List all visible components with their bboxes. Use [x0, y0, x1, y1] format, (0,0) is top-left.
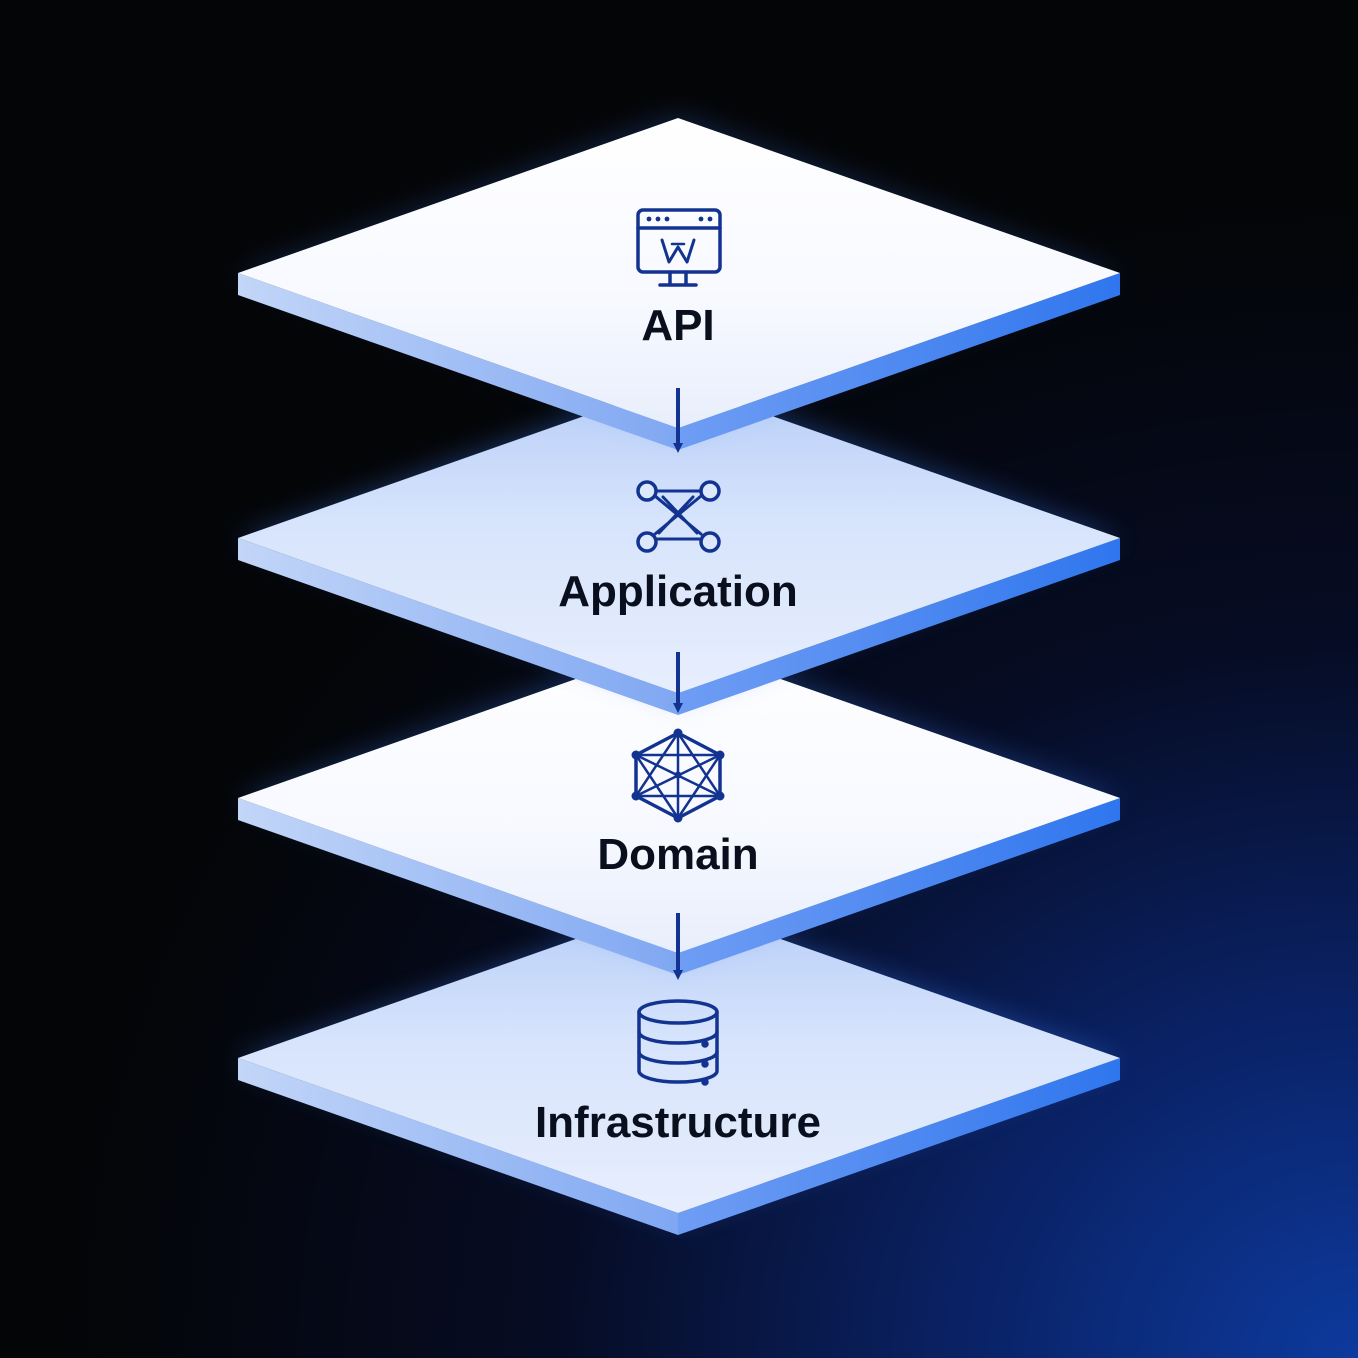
- layer-application: Application: [238, 380, 1120, 715]
- layer-infrastructure: Infrastructure: [238, 903, 1120, 1235]
- plate-edge-left: [238, 538, 678, 715]
- plate-edge-right: [678, 798, 1120, 975]
- api-window-icon: [636, 208, 722, 287]
- layer-label: API: [641, 301, 714, 350]
- layer-domain: Domain: [238, 640, 1120, 975]
- layer-label: Application: [558, 567, 798, 616]
- layer-api: API: [238, 115, 1120, 450]
- plate-edge-right: [678, 1058, 1120, 1235]
- plate-edge-left: [238, 1058, 678, 1235]
- hexagon-mesh-icon: [631, 728, 725, 823]
- database-icon: [637, 999, 719, 1086]
- plate-edge-left: [238, 798, 678, 975]
- plate-edge-right: [678, 538, 1120, 715]
- layer-label: Infrastructure: [535, 1098, 821, 1147]
- plate-edge-left: [238, 273, 678, 450]
- plate-top: [238, 903, 1120, 1213]
- network-nodes-icon: [636, 480, 721, 553]
- layer-label: Domain: [597, 830, 758, 879]
- plate-edge-right: [678, 273, 1120, 450]
